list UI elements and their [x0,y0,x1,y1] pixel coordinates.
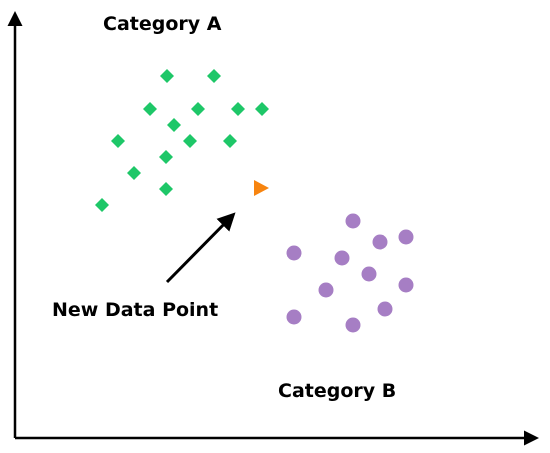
category-a-point [207,69,221,83]
category-b-point [318,282,334,298]
category-b-point [398,229,414,245]
category-b-point [286,245,302,261]
category-a-point [183,134,197,148]
category-a-point [95,198,109,212]
category-b-point [372,234,388,250]
category-b-point [398,277,414,293]
category-a-point [159,182,173,196]
category-b-point [334,250,350,266]
category-a-point [159,150,173,164]
category-b-point [361,266,377,282]
category-a-label: Category A [103,13,222,35]
category-a-point [223,134,237,148]
category-a-point [127,166,141,180]
category-b-label: Category B [278,380,396,402]
category-b-point [286,309,302,325]
category-a-point [111,134,125,148]
category-b-point [345,317,361,333]
category-a-point [143,102,157,116]
category-b-point [377,301,393,317]
data-points [95,69,414,333]
new-data-point-arrow [165,212,236,284]
category-b-point [345,213,361,229]
category-a-point [191,102,205,116]
category-a-point [231,102,245,116]
new-data-point-marker [254,180,269,196]
category-a-point [160,69,174,83]
category-a-point [167,118,181,132]
new-data-point-label: New Data Point [52,299,218,321]
category-a-point [255,102,269,116]
